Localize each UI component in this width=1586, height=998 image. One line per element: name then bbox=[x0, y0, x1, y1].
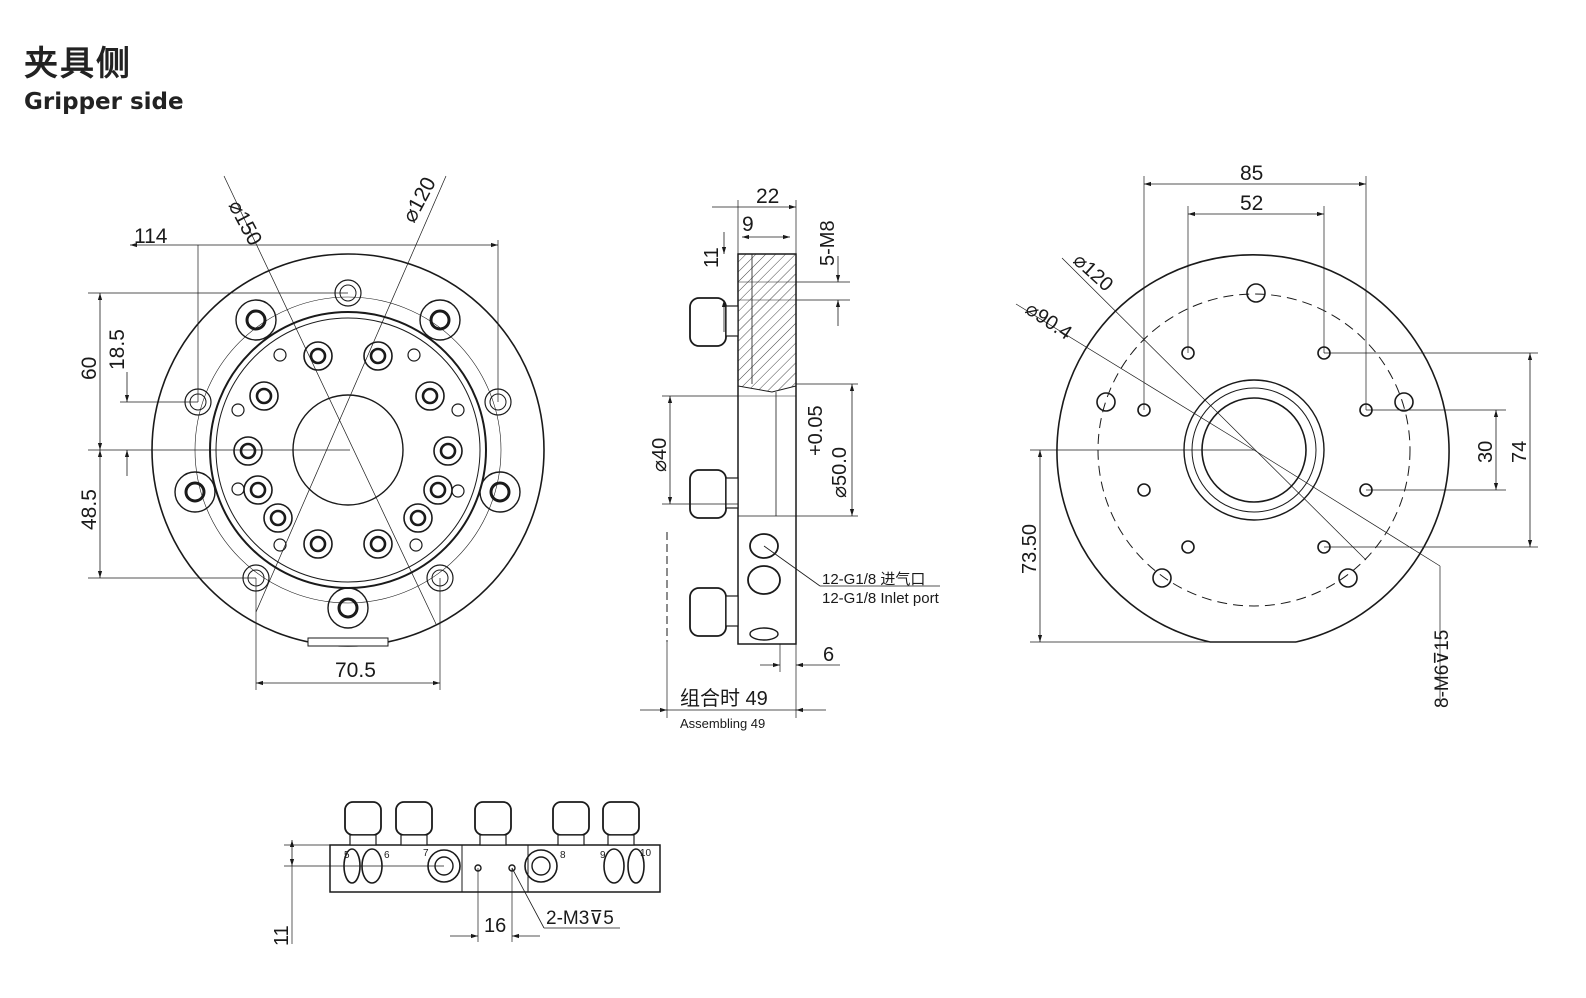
dim-6: 6 bbox=[823, 644, 834, 666]
bottom-view-labels: 5 6 7 8 9 10 11 16 2-M3⊽5 bbox=[271, 848, 652, 946]
dim-2-m3: 2-M3⊽5 bbox=[546, 908, 614, 929]
back-view bbox=[1015, 176, 1538, 704]
dim-11-side: 11 bbox=[701, 247, 723, 268]
bottom-view bbox=[284, 801, 661, 944]
front-view bbox=[88, 175, 545, 690]
dim-85: 85 bbox=[1240, 162, 1263, 185]
page-title-cn: 夹具侧 bbox=[24, 44, 132, 84]
side-fittings bbox=[689, 297, 739, 637]
back-outer-ring bbox=[1056, 254, 1450, 643]
port-number: 9 bbox=[600, 850, 606, 861]
dim-114: 114 bbox=[134, 225, 168, 248]
page-title-en: Gripper side bbox=[24, 89, 184, 115]
back-view-labels: 85 52 ⌀120 ⌀90.4 30 74 73.50 8-M6⊽15 bbox=[1019, 162, 1531, 708]
side-section-hatch bbox=[737, 253, 797, 393]
dim-11-bottom: 11 bbox=[271, 925, 293, 946]
assembling-label-cn: 组合时 49 bbox=[680, 687, 768, 710]
dim-5-m8: 5-M8 bbox=[817, 220, 839, 266]
dim-tolerance: +0.05 bbox=[805, 405, 827, 456]
dim-16: 16 bbox=[484, 915, 506, 937]
side-view-labels: 22 9 11 5-M8 ⌀40 +0.05 ⌀50.0 12-G1/8 进气口… bbox=[649, 185, 940, 731]
dim-18-5: 18.5 bbox=[106, 329, 129, 370]
dim-74: 74 bbox=[1509, 441, 1531, 463]
assembling-label-en: Assembling 49 bbox=[680, 716, 765, 731]
port-number: 5 bbox=[344, 850, 350, 861]
port-number: 7 bbox=[423, 848, 429, 859]
inlet-label-en: 12-G1/8 Inlet port bbox=[822, 590, 940, 607]
front-bolt-bosses bbox=[174, 279, 521, 629]
dim-d50: ⌀50.0 bbox=[829, 447, 851, 498]
dim-48-5: 48.5 bbox=[78, 489, 101, 530]
dim-60: 60 bbox=[78, 357, 101, 380]
dim-8-m6: 8-M6⊽15 bbox=[1432, 630, 1453, 708]
dim-30: 30 bbox=[1475, 441, 1497, 463]
dim-22: 22 bbox=[756, 185, 779, 208]
inlet-label-cn: 12-G1/8 进气口 bbox=[822, 571, 925, 588]
port-number: 10 bbox=[640, 848, 652, 859]
port-number: 6 bbox=[384, 850, 390, 861]
side-view bbox=[640, 200, 940, 718]
dim-d40: ⌀40 bbox=[649, 438, 671, 472]
bottom-fittings bbox=[344, 801, 640, 846]
front-view-labels: 114 ⌀150 ⌀120 60 18.5 48.5 70.5 bbox=[78, 173, 441, 682]
front-air-ports bbox=[231, 341, 465, 559]
dim-73-50: 73.50 bbox=[1019, 524, 1041, 574]
dim-52: 52 bbox=[1240, 192, 1263, 215]
dim-d150: ⌀150 bbox=[224, 197, 267, 250]
dim-70-5: 70.5 bbox=[335, 659, 376, 682]
port-number: 8 bbox=[560, 850, 566, 861]
back-holes bbox=[1096, 283, 1414, 588]
bottom-body bbox=[329, 844, 661, 893]
dim-d120: ⌀120 bbox=[398, 173, 441, 226]
dim-9: 9 bbox=[742, 213, 754, 236]
bottom-flat bbox=[307, 637, 389, 647]
dim-d90-4: ⌀90.4 bbox=[1021, 298, 1076, 345]
